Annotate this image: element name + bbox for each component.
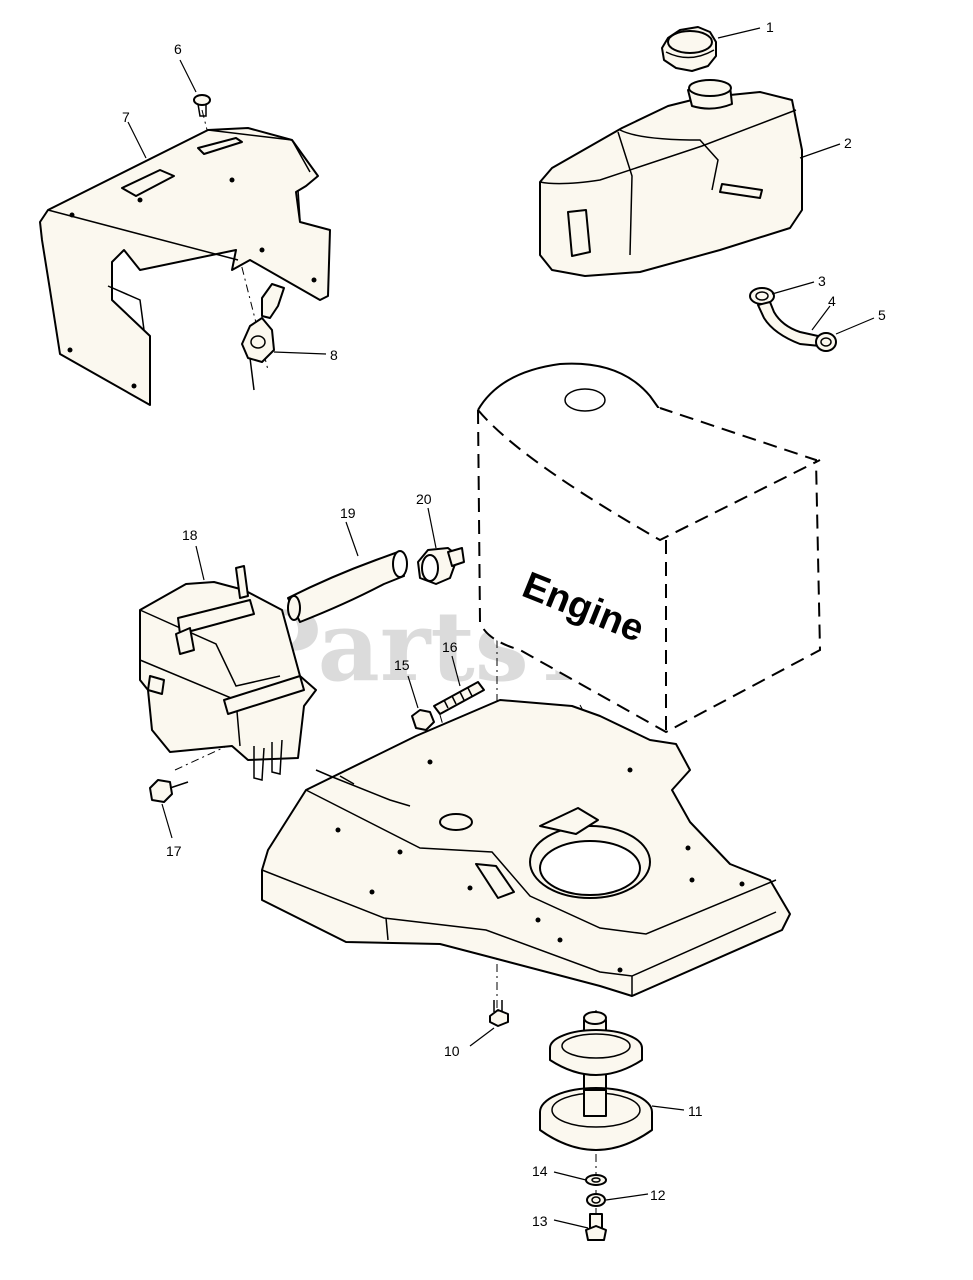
part-exhaust-pipe[interactable] [287, 550, 408, 623]
callout-20: 20 [416, 491, 432, 507]
part-exhaust-clamp[interactable] [417, 547, 465, 585]
part-nut-15[interactable] [411, 709, 435, 731]
callout-14: 14 [532, 1163, 548, 1179]
part-chassis-frame[interactable] [261, 699, 791, 997]
part-lock-washer-12[interactable] [586, 1193, 606, 1207]
part-stud-16[interactable] [433, 681, 485, 715]
callout-1: 1 [766, 19, 774, 35]
part-bolt-13[interactable] [585, 1213, 607, 1241]
callout-17: 17 [166, 843, 182, 859]
callout-2: 2 [844, 135, 852, 151]
callout-5: 5 [878, 307, 886, 323]
part-screw-6[interactable] [193, 94, 211, 117]
part-washer-14[interactable] [585, 1174, 607, 1186]
callout-10: 10 [444, 1043, 460, 1059]
part-bolt-17[interactable] [149, 779, 189, 803]
part-fuel-cap[interactable] [661, 26, 717, 72]
leader-lines [127, 27, 875, 1229]
callout-12: 12 [650, 1187, 666, 1203]
callout-15: 15 [394, 657, 410, 673]
part-hose-clamp-lower[interactable] [815, 332, 837, 352]
callout-13: 13 [532, 1213, 548, 1229]
callout-3: 3 [818, 273, 826, 289]
part-hose-clamp-upper[interactable] [749, 287, 775, 305]
part-throttle-control[interactable] [241, 283, 285, 391]
part-fuel-hose[interactable] [757, 301, 821, 347]
part-heat-shield[interactable] [139, 565, 317, 781]
callout-8: 8 [330, 347, 338, 363]
callout-4: 4 [828, 293, 836, 309]
callout-16: 16 [442, 639, 458, 655]
callout-7: 7 [122, 109, 130, 125]
part-bolt-10[interactable] [489, 1000, 509, 1027]
callout-19: 19 [340, 505, 356, 521]
callout-18: 18 [182, 527, 198, 543]
part-fuel-tank[interactable] [539, 79, 803, 277]
callout-6: 6 [174, 41, 182, 57]
callout-labels: 1 2 3 4 5 6 7 8 10 11 12 13 14 15 16 17 … [122, 19, 886, 1229]
part-dash-bracket[interactable] [39, 127, 331, 406]
engine-block[interactable]: Engine [477, 362, 822, 734]
callout-11: 11 [688, 1103, 703, 1119]
part-pulley-assembly[interactable] [539, 1011, 653, 1151]
